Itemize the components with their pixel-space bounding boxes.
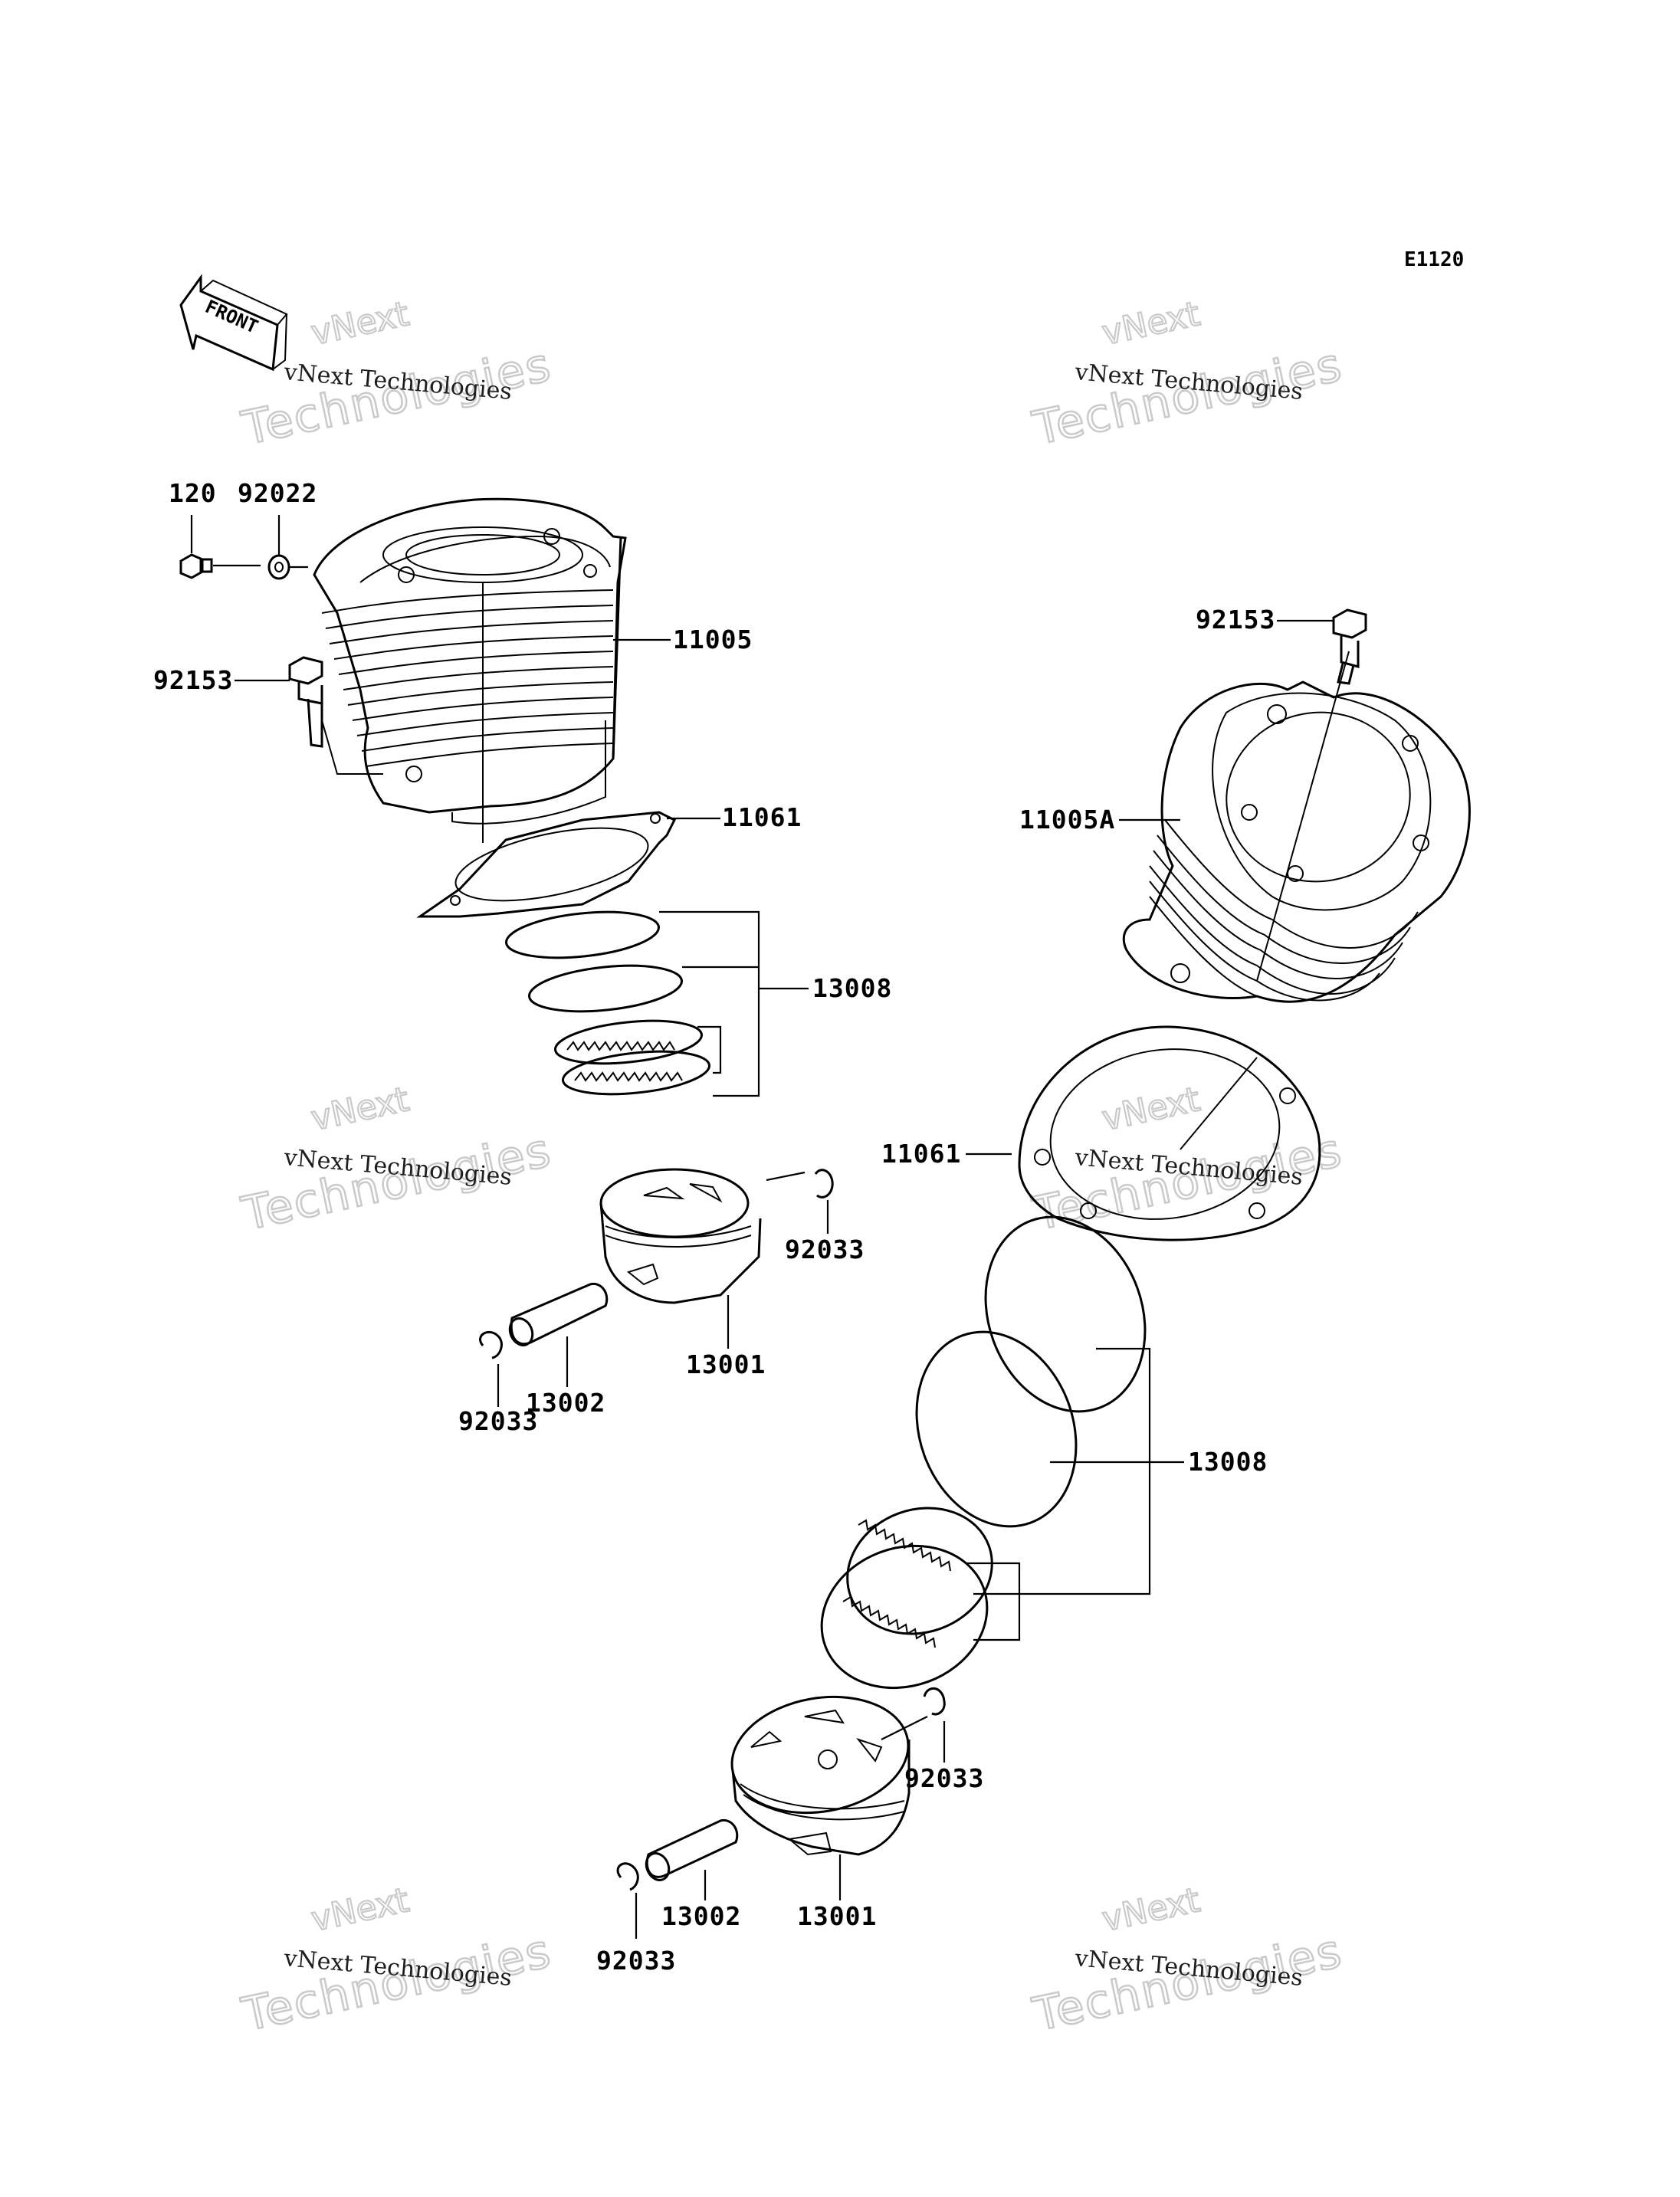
callout-92022: 92022 (238, 478, 317, 508)
callout-13001-right: 13001 (797, 1901, 877, 1931)
callout-11061-left: 11061 (722, 802, 802, 832)
svg-text:vNext: vNext (308, 294, 412, 353)
callout-13008-right: 13008 (1188, 1447, 1268, 1477)
callout-13002-left: 13002 (526, 1388, 605, 1418)
cylinder-11005a (1119, 680, 1471, 1003)
svg-text:vNext: vNext (1099, 294, 1203, 353)
callout-11005: 11005 (673, 625, 753, 654)
gasket-11061-left (416, 811, 720, 918)
callout-92033-right-right: 92033 (904, 1763, 984, 1793)
piston-rings-left (505, 910, 809, 1097)
callout-120: 120 (169, 478, 217, 508)
callout-92033-left-right: 92033 (785, 1235, 865, 1264)
callout-13001-left: 13001 (686, 1349, 766, 1379)
front-arrow-icon: FRONT (179, 274, 288, 372)
watermark-bottom-left: vNext Technologies vNext Technologies (236, 1880, 557, 2043)
callout-92153-left: 92153 (153, 665, 233, 695)
callout-11005a: 11005A (1019, 805, 1115, 835)
piston-pin-13002-right (645, 1818, 739, 1900)
washer-icon (267, 554, 308, 580)
svg-text:vNext: vNext (308, 1881, 412, 1940)
gasket-11061-right (966, 1025, 1321, 1241)
piston-13001-right (730, 1695, 928, 1900)
bolt-120-icon (179, 553, 261, 579)
piston-13001-left (599, 1168, 806, 1349)
callout-13002-right: 13002 (661, 1901, 741, 1931)
callout-92153-right: 92153 (1196, 605, 1275, 635)
watermark-mid-left: vNext Technologies vNext Technologies (236, 1079, 557, 1242)
stud-bolt-icon (1256, 608, 1367, 982)
svg-text:vNext: vNext (1099, 1881, 1203, 1940)
piston-pin-13002-left (508, 1282, 609, 1387)
watermark-mid-right: vNext Technologies vNext Technologies (1027, 1079, 1348, 1242)
watermark-bottom-right: vNext Technologies vNext Technologies (1027, 1880, 1348, 2043)
callout-92033-left-left: 92033 (458, 1406, 538, 1436)
cylinder-11005 (313, 497, 671, 843)
piston-rings-right (820, 1215, 1184, 1690)
svg-text:vNext: vNext (308, 1080, 412, 1139)
diagram-code: E1120 (1404, 248, 1464, 271)
callout-13008-left: 13008 (812, 973, 892, 1003)
callout-11061-right: 11061 (881, 1139, 961, 1169)
watermark-top-left: vNext Technologies vNext Technologies (236, 293, 557, 457)
callout-92033-right-left: 92033 (596, 1946, 676, 1976)
svg-text:vNext: vNext (1099, 1080, 1203, 1139)
clip-92033-right-right (923, 1687, 946, 1763)
clip-92033-right-left (616, 1862, 639, 1939)
front-label: FRONT (202, 296, 261, 338)
stud-bolt-icon (288, 656, 383, 775)
watermark-top-right: vNext Technologies vNext Technologies (1027, 293, 1348, 457)
clip-92033-left-right (814, 1169, 834, 1234)
clip-92033-left-left (479, 1330, 503, 1407)
